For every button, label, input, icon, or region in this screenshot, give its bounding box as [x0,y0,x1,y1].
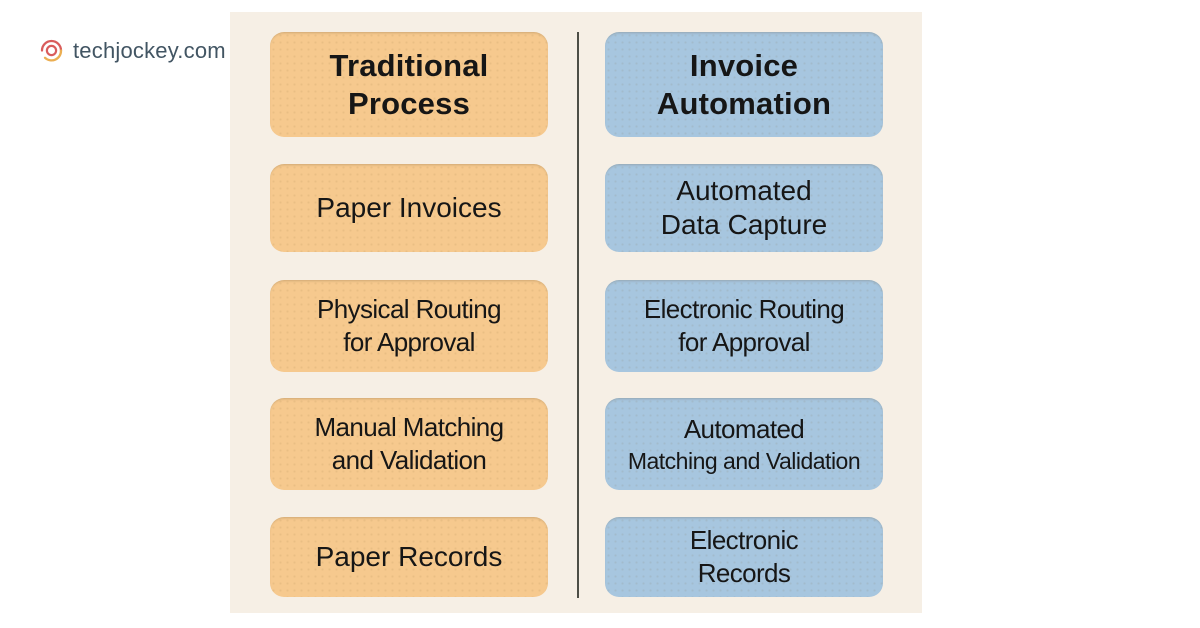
header-line: Process [347,85,471,121]
item-paper-invoices: Paper Invoices [270,164,548,252]
column-traditional-process: Traditional Process Paper Invoices Physi… [270,12,548,613]
item-line: Automated [676,175,812,206]
header-line: Automation [656,85,832,121]
column-invoice-automation: Invoice Automation Automated Data Captur… [605,12,883,613]
item-electronic-records: Electronic Records [605,517,883,597]
header-line: Invoice [689,47,799,83]
item-automated-data-capture: Automated Data Capture [605,164,883,252]
brand-name: techjockey.com [73,37,226,63]
item-line: Electronic Routing [643,294,845,324]
item-line: Matching and Validation [627,447,861,474]
brand-logo: techjockey.com [38,37,226,64]
column-divider [577,32,579,598]
item-line: and Validation [331,445,487,475]
comparison-panel: Traditional Process Paper Invoices Physi… [230,12,922,613]
item-automated-matching-and-validation: Automated Matching and Validation [605,398,883,490]
item-line: Data Capture [660,209,828,240]
item-physical-routing-for-approval: Physical Routing for Approval [270,280,548,372]
item-line: Manual Matching [314,412,505,442]
item-electronic-routing-for-approval: Electronic Routing for Approval [605,280,883,372]
column-header-traditional-process: Traditional Process [270,32,548,137]
item-line: for Approval [343,327,475,357]
item-line: Electronic [689,525,799,555]
item-line: Paper Records [315,541,503,572]
header-line: Traditional [329,47,489,83]
item-line: Paper Invoices [316,192,502,223]
item-line: for Approval [678,327,810,357]
item-paper-records: Paper Records [270,517,548,597]
item-line: Automated [683,413,805,444]
item-line: Physical Routing [316,294,502,324]
techjockey-swirl-icon [40,39,63,62]
item-line: Records [697,558,791,588]
item-manual-matching-and-validation: Manual Matching and Validation [270,398,548,490]
column-header-invoice-automation: Invoice Automation [605,32,883,137]
